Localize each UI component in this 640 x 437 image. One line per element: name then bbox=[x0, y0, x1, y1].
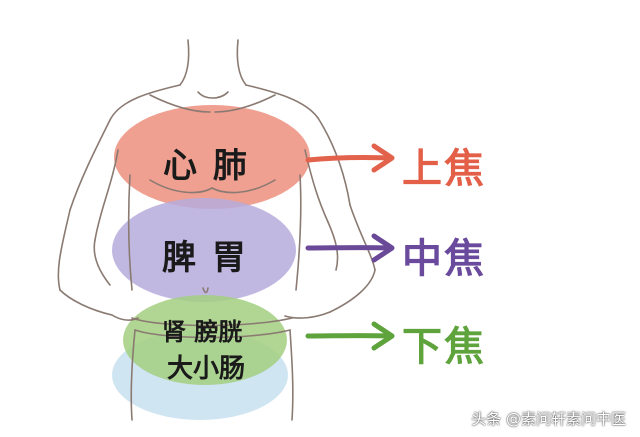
torso-outline bbox=[57, 39, 376, 421]
lower-organs-label-1: 肾 膀胱 bbox=[162, 318, 243, 346]
lower-organs-label-2: 大小肠 bbox=[167, 354, 246, 384]
upper-blob bbox=[114, 105, 310, 209]
lower-jiao-label: 下焦 bbox=[402, 324, 486, 370]
watermark: 头条 @素问轩素问中医 bbox=[471, 410, 626, 428]
middle-blob bbox=[112, 198, 296, 302]
middle-arrow bbox=[305, 233, 395, 263]
middle-organs-label: 脾 胃 bbox=[162, 238, 248, 278]
upper-jiao-label: 上焦 bbox=[402, 146, 486, 192]
upper-arrow bbox=[305, 143, 395, 173]
lower-arrow bbox=[305, 321, 395, 351]
middle-jiao-label: 中焦 bbox=[402, 236, 486, 282]
lower-blob bbox=[123, 295, 287, 385]
upper-organs-label: 心 肺 bbox=[163, 146, 249, 186]
